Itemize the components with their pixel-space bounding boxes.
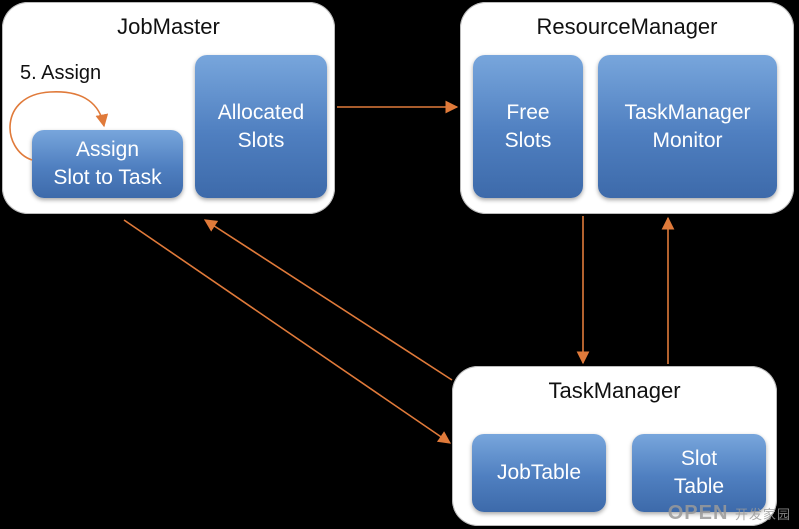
watermark-logo: OPEN 开发家园 [668,502,791,525]
watermark-brand: OPEN [667,502,729,524]
free-slots-block[interactable]: Free Slots [473,55,583,198]
taskmanager-to-jobmaster-arrow [203,219,453,381]
monitor-line-2: Monitor [652,128,723,152]
assign-loop-arrow [9,91,109,161]
assign-line-1: Assign [75,138,140,161]
slottable-block[interactable]: Slot Table [632,434,766,512]
free-line-2: Slots [504,128,552,152]
slottable-line-1: Slot [680,447,718,470]
allocated-slots-block[interactable]: Allocated Slots [195,55,327,198]
jobmaster-title: JobMaster [117,14,220,39]
watermark-sub: 开发家园 [734,507,791,522]
slottable-line-2: Table [673,475,725,498]
resourcemanager-title: ResourceManager [536,14,718,39]
jobtable-line-1: JobTable [496,461,582,484]
monitor-line-1: TaskManager [624,100,751,124]
allocated-line-2: Slots [237,128,285,152]
jobtable-block[interactable]: JobTable [472,434,606,512]
assign-step-label: 5. Assign [20,62,102,84]
taskmanager-monitor-block[interactable]: TaskManager Monitor [598,55,777,198]
assign-slot-to-task-block[interactable]: Assign Slot to Task [32,130,183,198]
taskmanager-title: TaskManager [548,378,681,403]
allocated-line-1: Allocated [217,100,305,124]
assign-line-2: Slot to Task [53,166,162,189]
jobmaster-to-taskmanager-arrow [123,219,452,444]
free-line-1: Free [506,100,550,124]
